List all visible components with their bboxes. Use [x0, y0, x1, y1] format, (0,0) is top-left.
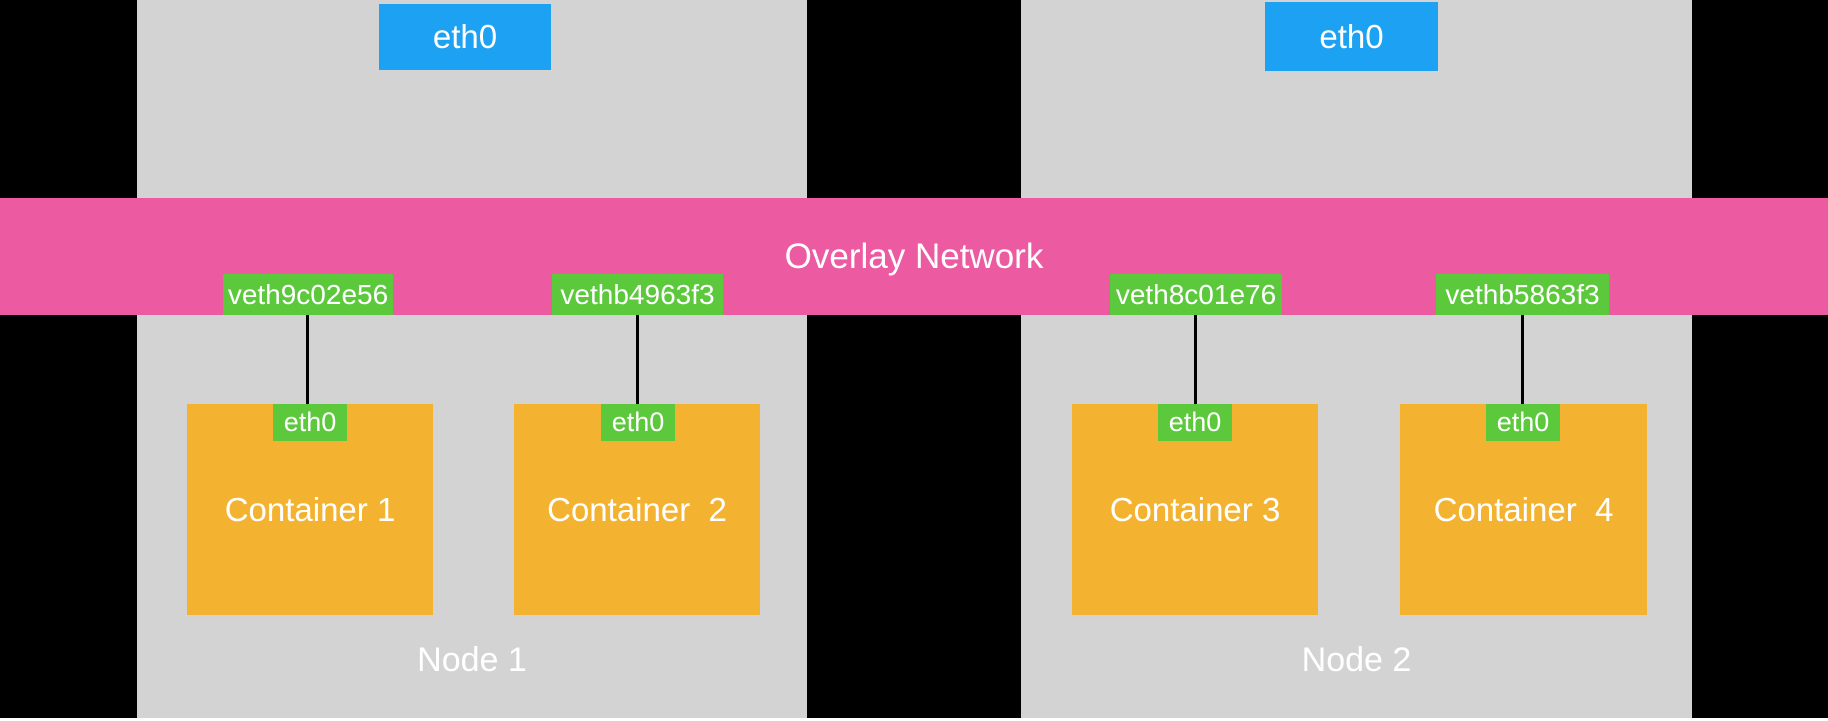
container-4-label: Container 4 — [1433, 490, 1614, 528]
bottom-edge-strip — [0, 718, 1828, 721]
node-1-label: Node 1 — [417, 640, 527, 679]
node-1-host-eth0-badge: eth0 — [379, 4, 551, 70]
connector-line-3 — [1194, 315, 1197, 404]
veth-badge-2: vethb4963f3 — [552, 274, 723, 315]
connector-line-4 — [1521, 315, 1524, 404]
node-2-host-eth0-label: eth0 — [1319, 17, 1384, 55]
veth-badge-3: veth8c01e76 — [1110, 274, 1282, 315]
container-4-eth0-badge: eth0 — [1486, 404, 1560, 441]
container-1-label: Container 1 — [224, 490, 396, 528]
container-3-label: Container 3 — [1109, 490, 1281, 528]
veth-badge-4: vethb5863f3 — [1436, 274, 1609, 315]
veth-badge-1: veth9c02e56 — [223, 274, 393, 315]
container-2-label: Container 2 — [547, 490, 727, 528]
connector-line-2 — [636, 315, 639, 404]
connector-line-1 — [306, 315, 309, 404]
overlay-network-label: Overlay Network — [784, 236, 1044, 276]
container-3-eth0-badge: eth0 — [1158, 404, 1232, 441]
node-2-label: Node 2 — [1301, 640, 1412, 679]
node-1-host-eth0-label: eth0 — [432, 18, 498, 55]
node-2-host-eth0-badge: eth0 — [1265, 2, 1438, 71]
container-1-eth0-badge: eth0 — [273, 404, 347, 441]
container-2-eth0-badge: eth0 — [601, 404, 675, 441]
